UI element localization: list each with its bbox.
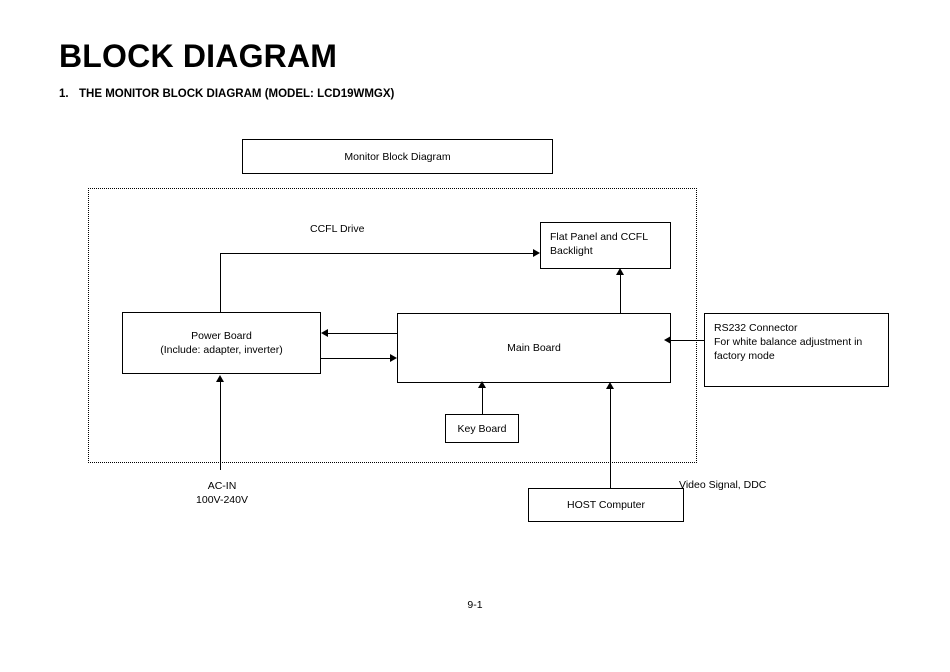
flat-panel-label-line1: Flat Panel and CCFL [550, 231, 649, 243]
main-to-power-line [328, 333, 397, 334]
ccfl-drive-arrowhead [533, 249, 540, 257]
ac-in-label-line1: AC-IN [207, 480, 237, 492]
main-to-panel-line [620, 270, 621, 313]
rs232-to-main-arrowhead [664, 336, 671, 344]
rs232-label-line1: RS232 Connector [714, 322, 798, 334]
host-to-main-line [610, 387, 611, 488]
host-computer-label: HOST Computer [567, 499, 645, 511]
power-board-block: Power Board (Include: adapter, inverter) [122, 312, 321, 374]
diagram-caption-box: Monitor Block Diagram [242, 139, 553, 174]
main-to-panel-arrowhead [616, 268, 624, 275]
ccfl-drive-horizontal-line [220, 253, 533, 254]
host-to-main-arrowhead [606, 382, 614, 389]
rs232-label-line2: For white balance adjustment in [714, 336, 863, 348]
rs232-label-line3: factory mode [714, 350, 775, 362]
rs232-to-main-line [671, 340, 704, 341]
power-board-label-line1: Power Board [191, 330, 252, 342]
page-title: BLOCK DIAGRAM [59, 38, 338, 74]
page-footer: 9-1 [467, 599, 483, 611]
main-board-label: Main Board [507, 342, 561, 354]
ac-in-line [220, 380, 221, 470]
power-board-label-line2: (Include: adapter, inverter) [160, 344, 283, 356]
keyboard-to-main-line [482, 385, 483, 414]
video-signal-label: Video Signal, DDC [679, 479, 767, 491]
ccfl-drive-vertical-line [220, 253, 221, 312]
host-computer-block: HOST Computer [528, 488, 684, 522]
main-to-power-arrowhead [321, 329, 328, 337]
section-number: 1. [59, 88, 69, 100]
power-to-main-arrowhead [390, 354, 397, 362]
key-board-label: Key Board [457, 422, 507, 435]
keyboard-to-main-arrowhead [478, 381, 486, 388]
ac-in-label: AC-IN 100V-240V [186, 479, 258, 507]
key-board-block: Key Board [445, 414, 519, 443]
ac-in-label-line2: 100V-240V [196, 494, 248, 506]
flat-panel-block: Flat Panel and CCFL Backlight [540, 222, 671, 269]
diagram-caption-label: Monitor Block Diagram [344, 150, 451, 163]
power-to-main-line [321, 358, 390, 359]
ac-in-arrowhead [216, 375, 224, 382]
monitor-enclosure-boundary [88, 188, 697, 463]
main-board-block: Main Board [397, 313, 671, 383]
section-heading-text: THE MONITOR BLOCK DIAGRAM (MODEL: LCD19W… [79, 88, 395, 100]
section-heading: 1. THE MONITOR BLOCK DIAGRAM (MODEL: LCD1… [59, 88, 394, 100]
rs232-connector-block: RS232 Connector For white balance adjust… [704, 313, 889, 387]
flat-panel-label-line2: Backlight [550, 245, 593, 257]
ccfl-drive-label: CCFL Drive [310, 223, 365, 235]
